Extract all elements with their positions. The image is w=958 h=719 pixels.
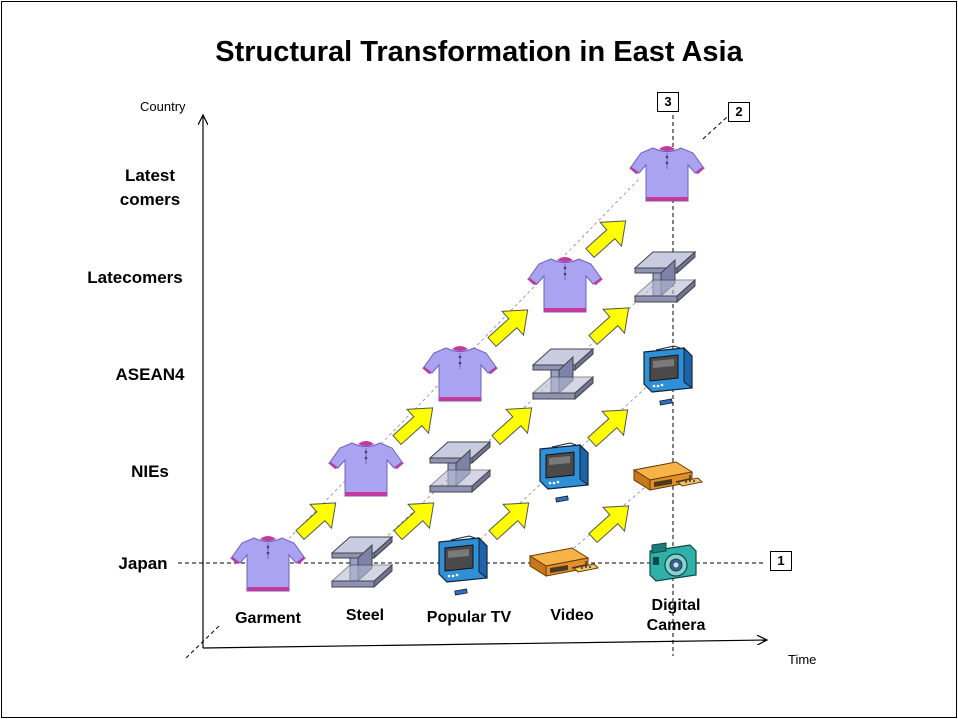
tv-arrow-2	[580, 397, 639, 455]
camera-icon-japan	[649, 542, 697, 582]
product-label-popular-tv: Popular TV	[426, 609, 512, 626]
video-arrow-1	[581, 493, 640, 551]
steel-arrow-3	[581, 295, 640, 353]
television-icon-asean4	[643, 345, 693, 406]
country-label-asean4: ASEAN4	[115, 365, 185, 384]
marker-1: 1	[770, 551, 792, 571]
tv-arrow-1	[481, 490, 540, 548]
vcr-icon-japan	[529, 547, 599, 577]
vcr-icon-nies	[633, 461, 703, 491]
product-label-garment: Garment	[235, 610, 301, 627]
page-title: Structural Transformation in East Asia	[215, 36, 743, 68]
steel-beam-icon-japan	[331, 536, 393, 588]
depth-axis	[185, 624, 221, 659]
garment-shirt-icon-asean4	[421, 345, 499, 402]
steel-beam-icon-latecomers	[634, 251, 696, 303]
country-label-japan: Japan	[118, 554, 168, 573]
garment-arrow-2	[385, 395, 444, 453]
steel-arrow-2	[484, 395, 543, 453]
garment-arrow-4	[578, 208, 637, 266]
country-label-latecomers: Latecomers	[87, 268, 183, 287]
x-axis	[202, 640, 767, 649]
product-label-digital-camera: Digital Camera	[646, 597, 706, 634]
steel-beam-icon-asean4	[532, 348, 594, 400]
television-icon-japan	[438, 535, 488, 596]
x-axis-label: Time	[788, 652, 817, 667]
marker-2: 2	[728, 102, 750, 122]
country-label-nies: NIEs	[131, 462, 169, 481]
garment-shirt-icon-latest-comers	[628, 145, 706, 202]
garment-shirt-icon-latecomers	[526, 256, 604, 313]
garment-shirt-icon-nies	[327, 440, 405, 497]
country-label-latest-comers: Latest comers	[119, 166, 181, 209]
product-label-video: Video	[550, 607, 594, 624]
y-axis-label: Country	[140, 99, 186, 114]
television-icon-nies	[539, 442, 589, 503]
steel-beam-icon-nies	[429, 441, 491, 493]
product-label-steel: Steel	[345, 607, 385, 624]
diagonal-reference-line	[702, 116, 728, 140]
garment-arrow-3	[480, 297, 539, 355]
garment-arrow-1	[288, 490, 347, 548]
marker-3: 3	[657, 92, 679, 112]
steel-arrow-1	[386, 490, 445, 548]
